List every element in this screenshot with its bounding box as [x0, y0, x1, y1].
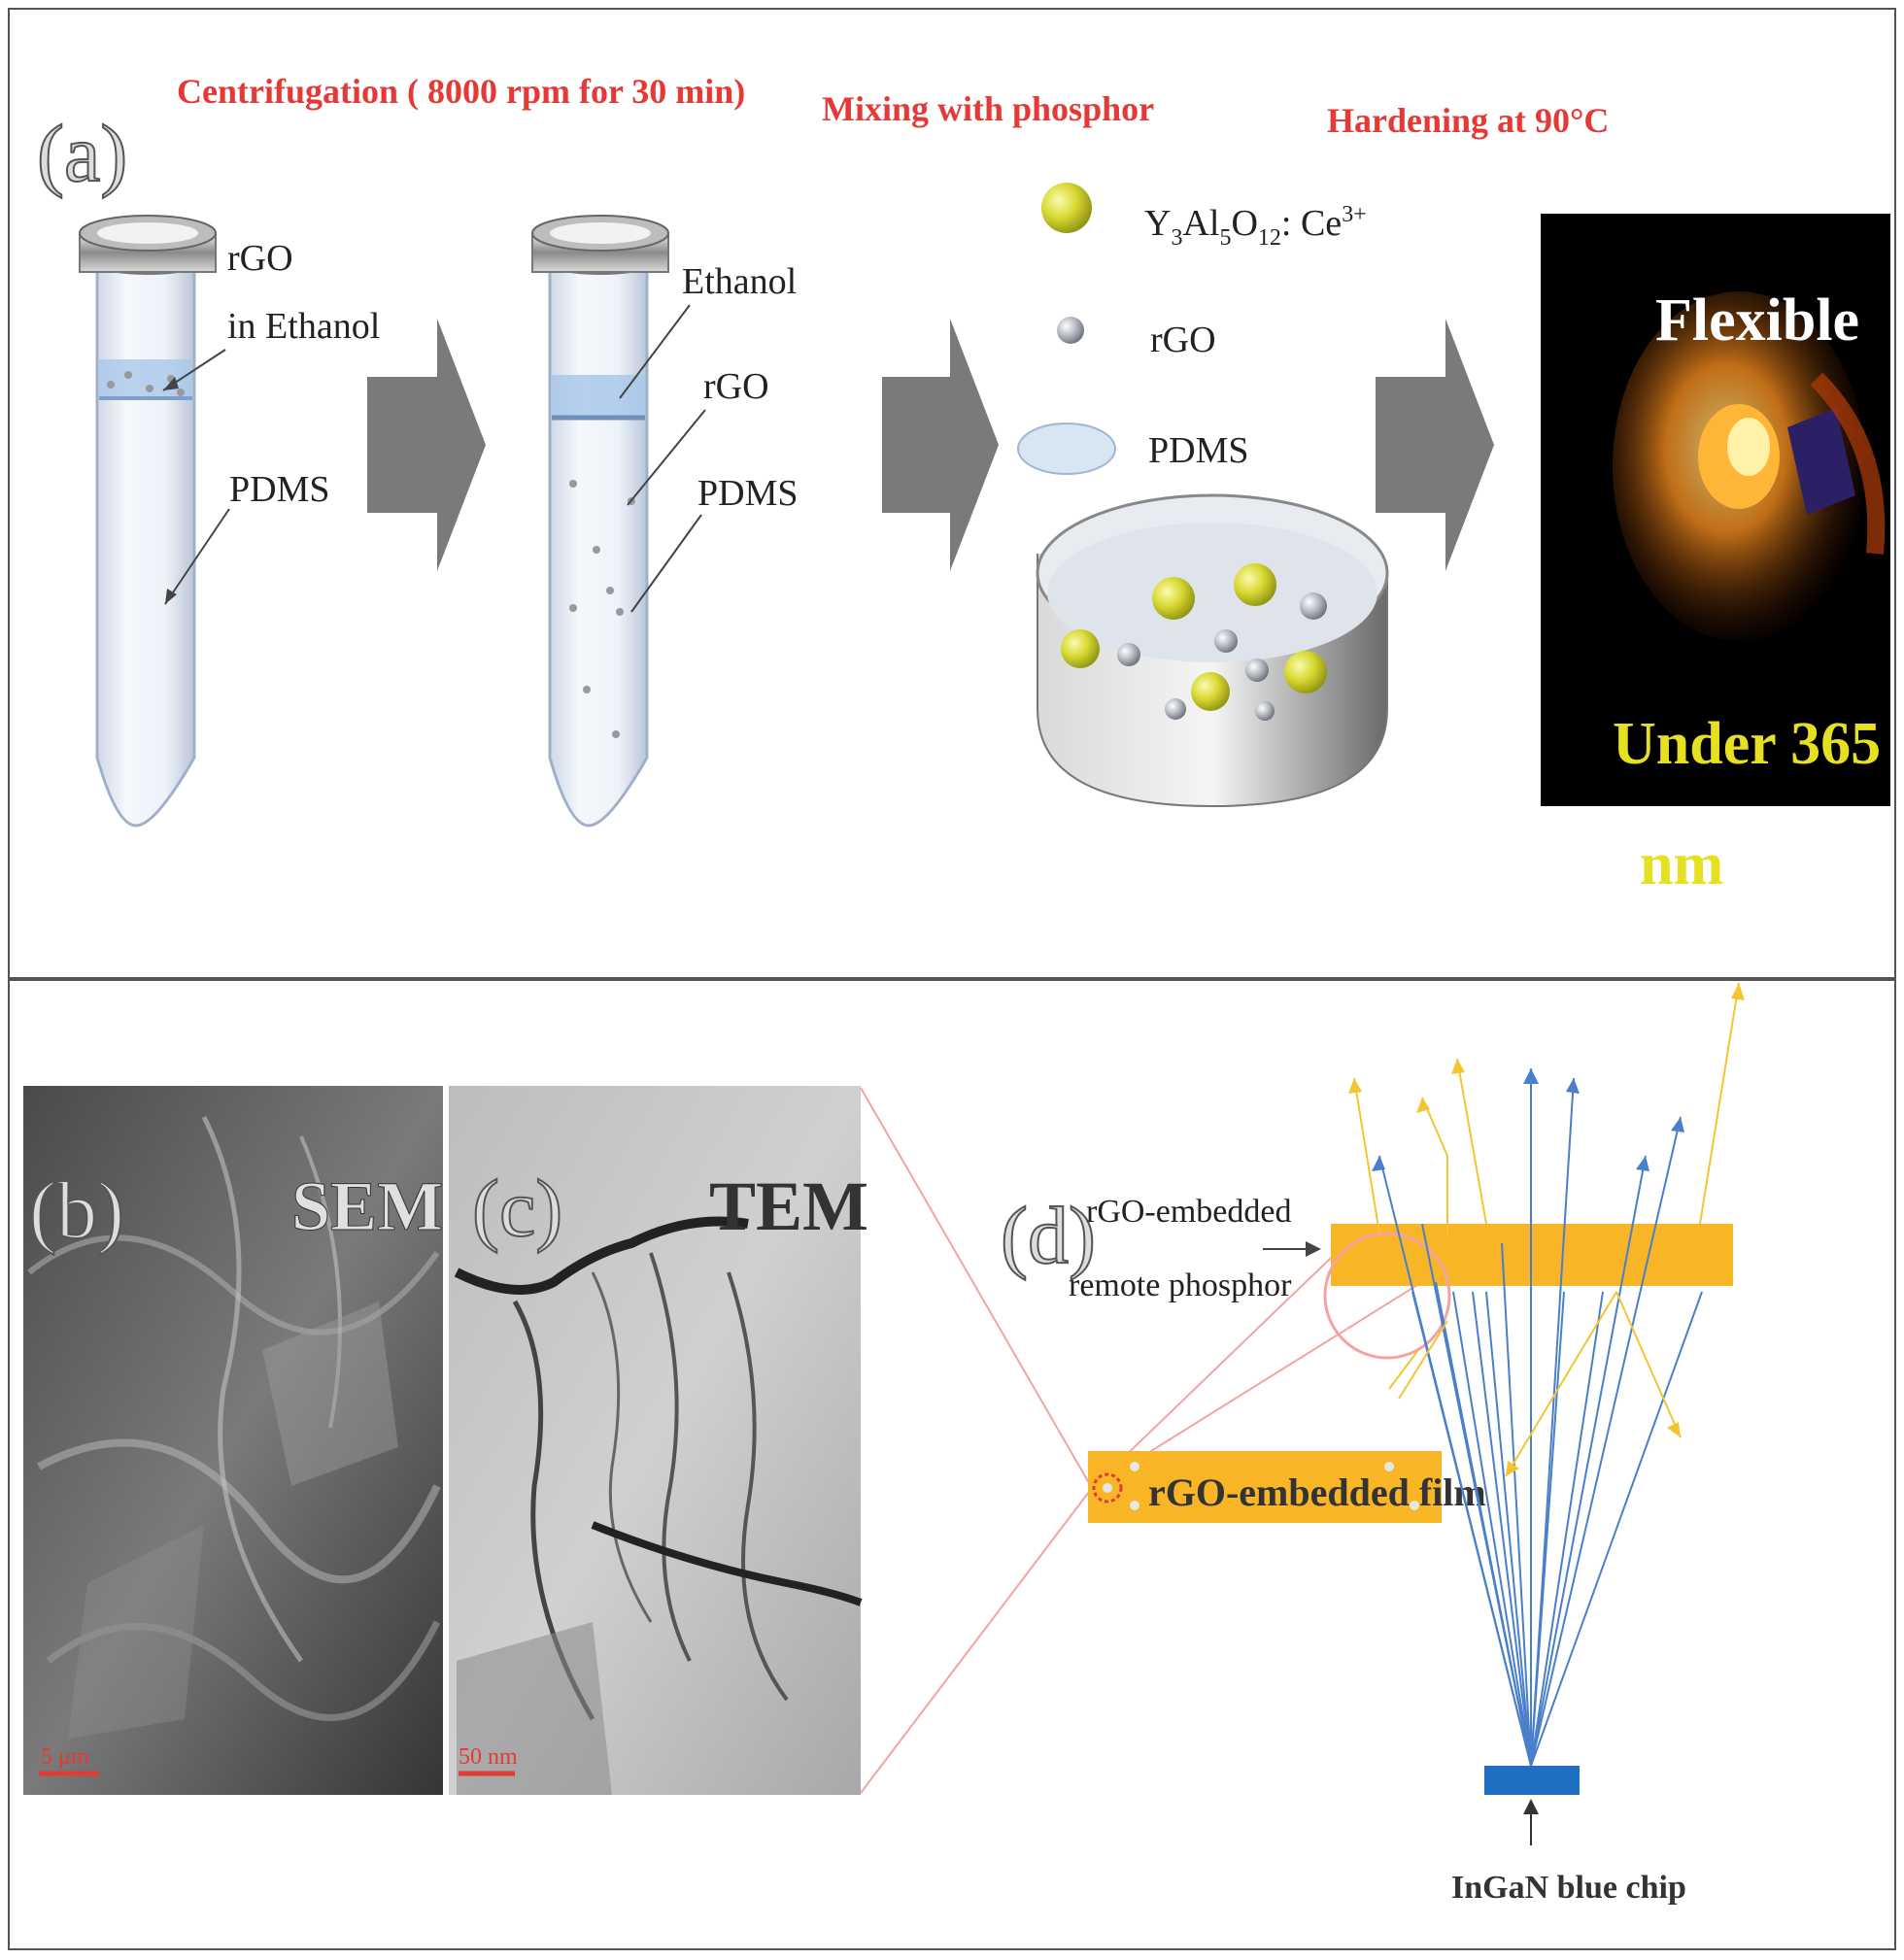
tem-image — [449, 1086, 863, 1795]
tem-label: TEM — [709, 1167, 868, 1245]
tube2-pdms-pointer — [630, 514, 702, 613]
legend-yag-label: Y3Al5O12: Ce3+ — [1144, 202, 1367, 251]
rgo-particle-icon — [1057, 317, 1084, 344]
photo-caption-line2: nm — [1640, 831, 1723, 897]
yellow-rays — [1353, 982, 1740, 1477]
step-centrifugation-label: Centrifugation ( 8000 rpm for 30 min) — [177, 72, 745, 111]
sem-image — [23, 1086, 443, 1795]
tube2-rgo-label: rGO — [703, 366, 769, 407]
step-mixing-label: Mixing with phosphor — [822, 89, 1154, 128]
tube1-rgo-label: rGO — [227, 238, 293, 279]
ingan-blue-chip — [1484, 1766, 1580, 1795]
tube2-ethanol-label: Ethanol — [682, 261, 797, 302]
panel-c-letter: (c) — [472, 1164, 562, 1254]
remote-phosphor-label-line1: rGO-embedded — [1086, 1194, 1291, 1230]
tube2-rgo-pointer — [627, 409, 706, 506]
centrifuge-tube-1 — [79, 215, 217, 828]
rgo-embedded-film — [1088, 1451, 1442, 1523]
rgo-particles — [1103, 1462, 1419, 1510]
rgo-film-label: rGO-embedded film — [1148, 1470, 1486, 1514]
tube1-ethanol-label: in Ethanol — [227, 306, 380, 347]
pdms-film-icon — [1017, 422, 1116, 475]
process-arrow-1 — [367, 319, 486, 571]
yag-phosphor-icon — [1041, 183, 1092, 233]
panel-a-graphic: (a) Centrifugation ( 8000 rpm for 30 min… — [36, 72, 1890, 897]
panel-b-letter: (b) — [29, 1166, 124, 1256]
panel-bcd-graphic: (b) SEM 5 μm (c) TEM 50 nm (d) rGO-embed… — [23, 982, 1745, 1906]
zoom-circle-film — [1323, 1232, 1451, 1360]
zoom-circle-rgo — [1092, 1472, 1123, 1504]
yellow-ray-heads — [1348, 983, 1745, 1476]
panel-a: (a) Centrifugation ( 8000 rpm for 30 min… — [8, 8, 1896, 979]
panel-d-letter: (d) — [1001, 1191, 1096, 1281]
blue-ray-heads — [1372, 1068, 1684, 1171]
tube2-ethanol-pointer — [619, 304, 691, 399]
panel-bcd: (b) SEM 5 μm (c) TEM 50 nm (d) rGO-embed… — [8, 979, 1896, 1950]
process-arrow-3 — [1376, 319, 1494, 571]
tube1-pdms-label: PDMS — [229, 469, 330, 510]
tem-scale-label: 50 nm — [459, 1744, 518, 1770]
chip-label: InGaN blue chip — [1451, 1870, 1686, 1906]
sem-label: SEM — [291, 1167, 443, 1245]
blue-rays — [1378, 1068, 1703, 1767]
tube1-pdms-pointer — [164, 508, 230, 605]
panel-a-letter: (a) — [37, 109, 127, 199]
step-hardening-label: Hardening at 90°C — [1327, 101, 1609, 140]
sem-scale-label: 5 μm — [41, 1744, 89, 1770]
zoom-line-film-top — [1091, 1234, 1355, 1489]
photo-title: Flexible — [1655, 287, 1859, 354]
petri-dish — [1036, 493, 1389, 808]
zoom-line-bottom — [860, 1487, 1093, 1794]
zoom-line-top — [860, 1087, 1093, 1489]
centrifuge-tube-2 — [531, 215, 669, 828]
flexible-film-photo: Flexible Under 365 — [1541, 214, 1890, 806]
remote-phosphor-label-line2: remote phosphor — [1069, 1267, 1292, 1303]
photo-caption-line1: Under 365 — [1613, 711, 1881, 777]
legend-pdms-label: PDMS — [1148, 430, 1249, 471]
legend-rgo-label: rGO — [1150, 320, 1216, 360]
process-arrow-2 — [882, 319, 999, 571]
tube2-pdms-label: PDMS — [697, 473, 799, 514]
